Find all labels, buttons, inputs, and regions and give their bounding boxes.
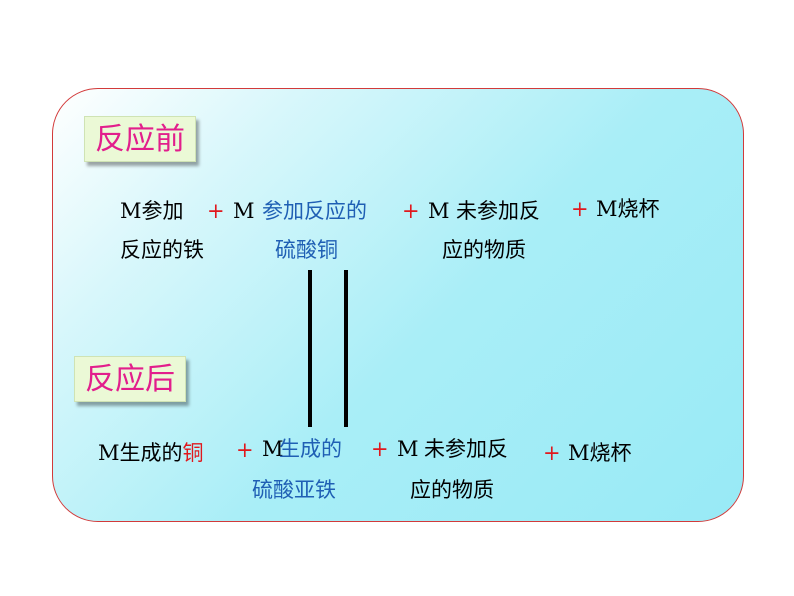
connector-line-left (308, 270, 312, 427)
after-item4-line1: M烧杯 (568, 441, 632, 465)
after-item3-line2: 应的物质 (410, 478, 494, 502)
before-plus-3: + (571, 197, 589, 221)
connector-line-right (344, 270, 348, 427)
after-item3-prefix: M (397, 437, 419, 461)
before-item4-line1: M烧杯 (596, 197, 660, 221)
after-item1-copper: 铜 (182, 441, 204, 465)
before-item2-line1: 参加反应的 (262, 199, 367, 223)
before-item3-line1: 未参加反 (456, 199, 540, 223)
before-plus-2: + (402, 199, 420, 223)
after-item1-line1: M生成的铜 (98, 440, 204, 466)
before-tag: 反应前 (84, 116, 196, 162)
after-item2-line1: 生成的 (279, 437, 342, 461)
after-plus-2: + (371, 437, 389, 461)
before-item1-line2: 反应的铁 (120, 238, 204, 262)
after-item3-line1: 未参加反 (424, 437, 508, 461)
after-item2-prefix: M (262, 437, 284, 461)
after-plus-3: + (543, 441, 561, 465)
after-item1-text: M生成的 (98, 441, 183, 465)
before-item2-line2: 硫酸铜 (275, 238, 338, 262)
after-plus-1: + (236, 438, 254, 462)
before-item3-line2: 应的物质 (442, 238, 526, 262)
before-item2-prefix: M (233, 199, 255, 223)
before-plus-1: + (207, 199, 225, 223)
before-item3-prefix: M (428, 199, 450, 223)
before-item1-line1: M参加 (120, 199, 184, 223)
after-item2-line2: 硫酸亚铁 (252, 478, 336, 502)
after-tag: 反应后 (74, 356, 186, 402)
